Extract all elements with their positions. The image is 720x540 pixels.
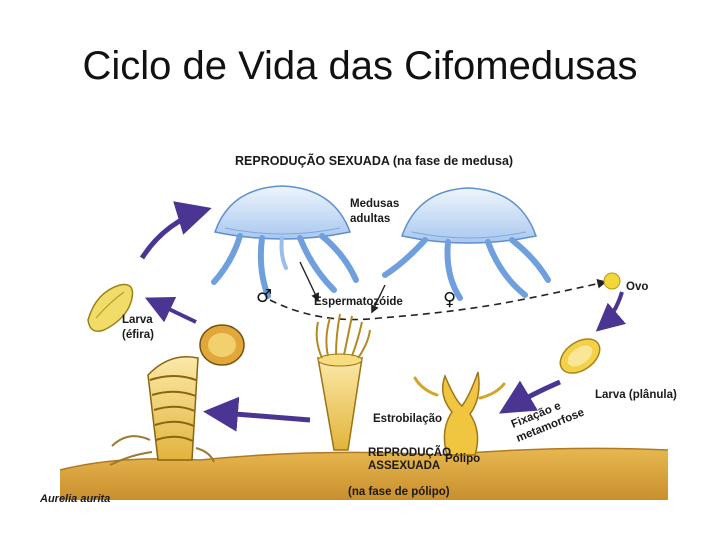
label-medusas-2: adultas — [350, 213, 390, 225]
label-larva-efira-2: (éfira) — [122, 329, 154, 341]
male-symbol: ♂ — [256, 286, 272, 307]
label-larva-efira-1: Larva — [122, 314, 153, 326]
arrow-ovo-to-larva — [600, 292, 622, 328]
arrow-efira-to-medusa — [142, 210, 205, 258]
label-espermatozoide: Espermatozóide — [314, 296, 403, 308]
arrow-polyp-to-strobila — [210, 412, 310, 420]
label-medusas-1: Medusas — [350, 198, 399, 210]
medusa-male — [214, 186, 356, 296]
label-larva-planula: Larva (plânula) — [595, 389, 677, 401]
label-asexual-2: ASSEXUADA — [368, 460, 440, 472]
label-ovo: Ovo — [626, 281, 648, 293]
female-symbol: ♀ — [443, 289, 456, 310]
arrow-strobila-to-efira — [150, 300, 196, 322]
label-estrobilacao: Estrobilação — [373, 413, 442, 425]
ephyra-disc — [200, 325, 244, 365]
polyp — [317, 314, 370, 450]
label-asexual-1: REPRODUÇÃO — [368, 446, 451, 459]
strobila — [110, 357, 214, 465]
label-sexual-reproduction: REPRODUÇÃO SEXUADA (na fase de medusa) — [235, 153, 513, 168]
medusa-female — [385, 188, 548, 298]
egg — [604, 273, 620, 289]
label-species: Aurelia aurita — [39, 493, 110, 505]
label-asexual-3: (na fase de pólipo) — [348, 486, 450, 498]
planula-larva — [554, 332, 606, 380]
